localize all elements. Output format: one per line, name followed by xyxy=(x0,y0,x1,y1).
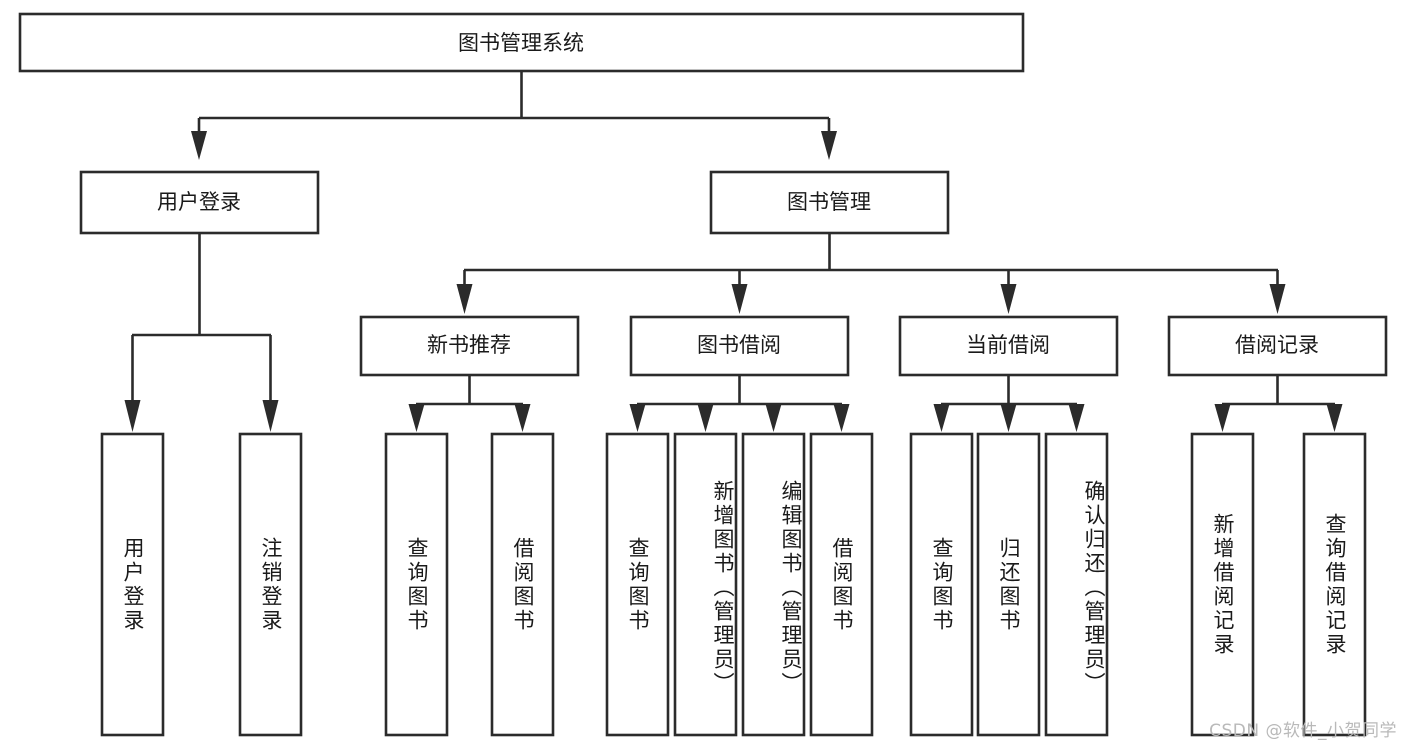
arrow-head-book-management xyxy=(821,131,837,160)
arrow-head-leaf-user-login xyxy=(124,400,141,432)
node-user-login[interactable]: 用户登录 xyxy=(79,170,320,235)
arrow-head-leaf-query-book-1 xyxy=(408,404,425,432)
edge-group-user-login-to-leaves xyxy=(124,233,279,432)
leaf-box-add-book[interactable] xyxy=(673,432,738,737)
node-user-login-label: 用户登录 xyxy=(157,190,241,214)
edge-group-book-management-to-level3 xyxy=(456,233,1286,314)
node-book-borrow-label: 图书借阅 xyxy=(697,333,781,357)
arrow-head-leaf-edit-book xyxy=(765,404,782,432)
arrow-head-current-borrow xyxy=(1000,284,1017,314)
arrow-head-leaf-add-book xyxy=(697,404,714,432)
node-new-book-recommend-box[interactable] xyxy=(359,315,580,377)
leaf-box-borrow-book-2[interactable] xyxy=(809,432,874,737)
arrow-head-leaf-user-logout xyxy=(262,400,279,432)
edge-group-current-borrow-to-leaves xyxy=(933,375,1085,432)
arrow-head-borrow-record xyxy=(1269,284,1286,314)
leaf-box-borrow-book-1[interactable] xyxy=(490,432,555,737)
node-book-management-box[interactable] xyxy=(709,170,950,235)
node-borrow-record-label: 借阅记录 xyxy=(1235,333,1319,357)
edge-group-book-borrow-to-leaves xyxy=(629,375,850,432)
arrow-head-leaf-query-record xyxy=(1326,404,1343,432)
node-new-book-recommend[interactable]: 新书推荐 xyxy=(359,315,580,377)
leaf-box-user-logout[interactable] xyxy=(238,432,303,737)
arrow-head-leaf-query-book-3 xyxy=(933,404,950,432)
arrow-head-leaf-confirm-return xyxy=(1068,404,1085,432)
arrow-head-user-login xyxy=(191,131,207,160)
edge-group-new-book-recommend-to-leaves xyxy=(408,375,531,432)
watermark-text: CSDN @软件_小贺同学 xyxy=(1209,721,1397,741)
leaf-boxes xyxy=(100,432,1367,737)
node-current-borrow-label: 当前借阅 xyxy=(966,333,1050,357)
leaf-box-user-login[interactable] xyxy=(100,432,165,737)
leaf-box-query-record[interactable] xyxy=(1302,432,1367,737)
node-book-management[interactable]: 图书管理 xyxy=(709,170,950,235)
arrow-head-new-book-recommend xyxy=(456,284,473,314)
node-root-label: 图书管理系统 xyxy=(458,31,584,55)
leaf-box-query-book-2[interactable] xyxy=(605,432,670,737)
leaf-box-edit-book[interactable] xyxy=(741,432,806,737)
node-borrow-record-box[interactable] xyxy=(1167,315,1388,377)
arrow-head-book-borrow xyxy=(731,284,748,314)
node-book-management-label: 图书管理 xyxy=(787,190,871,214)
edge-group-borrow-record-to-leaves xyxy=(1214,375,1343,432)
arrow-head-leaf-borrow-book-2 xyxy=(833,404,850,432)
node-borrow-record[interactable]: 借阅记录 xyxy=(1167,315,1388,377)
arrow-head-leaf-query-book-2 xyxy=(629,404,646,432)
leaf-box-return-book[interactable] xyxy=(976,432,1041,737)
node-root-box[interactable] xyxy=(18,12,1025,73)
arrow-head-leaf-borrow-book-1 xyxy=(514,404,531,432)
leaf-box-query-book-1[interactable] xyxy=(384,432,449,737)
node-root[interactable]: 图书管理系统 xyxy=(18,12,1025,73)
node-book-borrow-box[interactable] xyxy=(629,315,850,377)
edge-group-root-to-level2 xyxy=(191,71,837,160)
leaf-box-add-record[interactable] xyxy=(1190,432,1255,737)
node-user-login-box[interactable] xyxy=(79,170,320,235)
node-new-book-recommend-label: 新书推荐 xyxy=(427,333,511,357)
node-book-borrow[interactable]: 图书借阅 xyxy=(629,315,850,377)
arrow-head-leaf-return-book xyxy=(1000,404,1017,432)
node-current-borrow-box[interactable] xyxy=(898,315,1119,377)
leaf-box-confirm-return[interactable] xyxy=(1044,432,1109,737)
node-current-borrow[interactable]: 当前借阅 xyxy=(898,315,1119,377)
arrow-head-leaf-add-record xyxy=(1214,404,1231,432)
leaf-box-query-book-3[interactable] xyxy=(909,432,974,737)
